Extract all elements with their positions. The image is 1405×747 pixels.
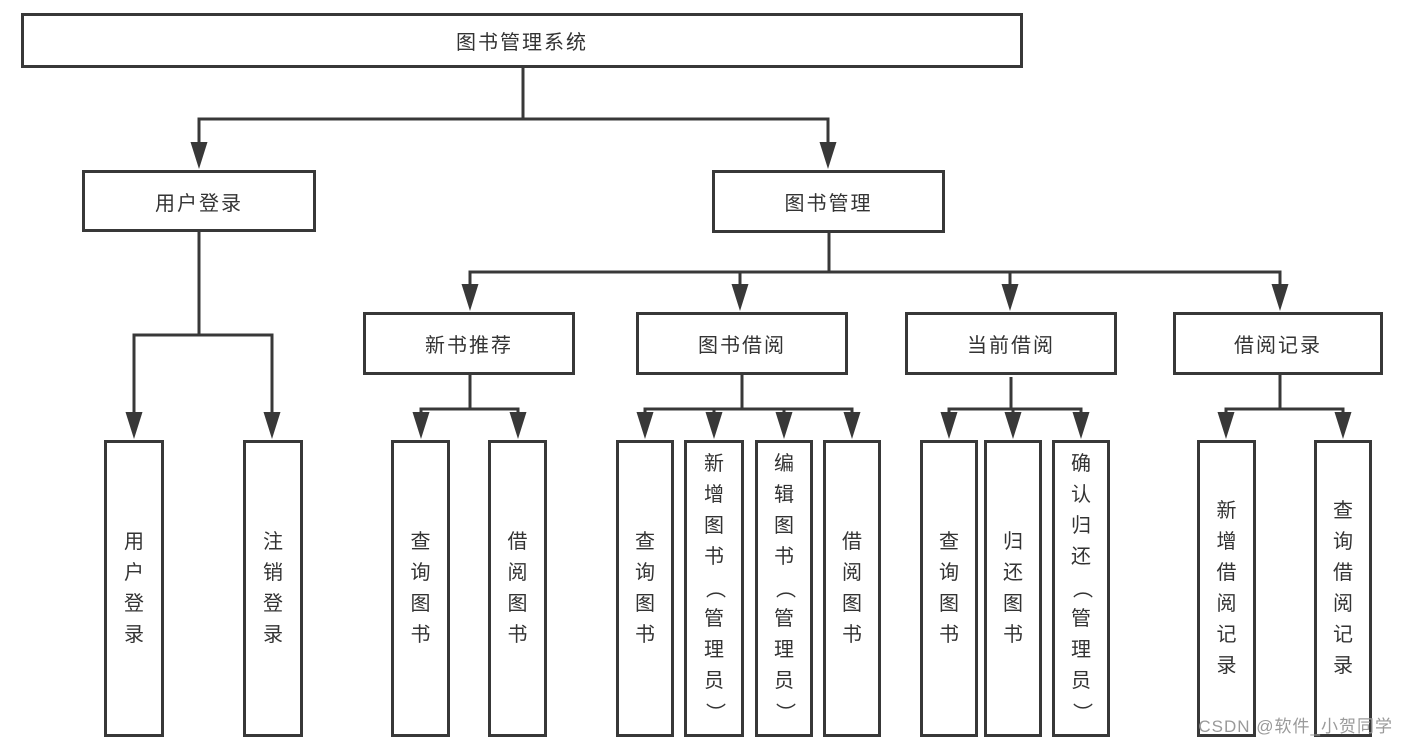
- leaf-borrow-books-borrowing-label: 借阅图书: [842, 530, 862, 646]
- leaf-query-books-recommend-label: 查询图书: [410, 530, 431, 646]
- leaf-borrow-books-recommend-label: 借阅图书: [507, 530, 528, 646]
- leaf-query-books-borrowing-label: 查询图书: [635, 530, 655, 646]
- leaf-query-borrow-record-label: 查询借阅记录: [1333, 499, 1353, 677]
- csdn-watermark: CSDN @软件_小贺同学: [1198, 717, 1393, 736]
- leaf-edit-book-admin-label: 编辑图书（管理员）: [773, 453, 796, 723]
- node-borrowing-records-label: 借阅记录: [1234, 335, 1322, 357]
- node-current-borrowing-label: 当前借阅: [967, 335, 1055, 357]
- leaf-user-login: 用户登录: [104, 440, 164, 737]
- node-book-management: 图书管理: [712, 170, 945, 233]
- node-root: 图书管理系统: [21, 13, 1023, 68]
- leaf-query-books-current: 查询图书: [920, 440, 978, 737]
- leaf-query-books-borrowing: 查询图书: [616, 440, 674, 737]
- node-new-book-recommend-label: 新书推荐: [425, 335, 513, 357]
- leaf-user-login-label: 用户登录: [124, 530, 144, 646]
- leaf-confirm-return-admin-label: 确认归还（管理员）: [1070, 453, 1093, 723]
- leaf-return-book: 归还图书: [984, 440, 1042, 737]
- leaf-borrow-books-recommend: 借阅图书: [488, 440, 547, 737]
- leaf-add-borrow-record: 新增借阅记录: [1197, 440, 1256, 737]
- node-book-management-label: 图书管理: [784, 193, 873, 215]
- leaf-return-book-label: 归还图书: [1003, 530, 1023, 646]
- node-root-label: 图书管理系统: [456, 32, 588, 54]
- leaf-logout: 注销登录: [243, 440, 303, 737]
- leaf-edit-book-admin: 编辑图书（管理员）: [755, 440, 813, 737]
- node-user-login: 用户登录: [82, 170, 316, 232]
- leaf-add-book-admin-label: 新增图书（管理员）: [703, 453, 726, 723]
- leaf-add-borrow-record-label: 新增借阅记录: [1216, 499, 1237, 677]
- node-new-book-recommend: 新书推荐: [363, 312, 575, 375]
- node-book-borrowing-label: 图书借阅: [698, 335, 786, 357]
- leaf-add-book-admin: 新增图书（管理员）: [684, 440, 744, 737]
- leaf-query-books-recommend: 查询图书: [391, 440, 450, 737]
- node-borrowing-records: 借阅记录: [1173, 312, 1383, 375]
- leaf-confirm-return-admin: 确认归还（管理员）: [1052, 440, 1110, 737]
- node-book-borrowing: 图书借阅: [636, 312, 848, 375]
- leaf-query-books-current-label: 查询图书: [939, 530, 959, 646]
- node-current-borrowing: 当前借阅: [905, 312, 1117, 375]
- leaf-logout-label: 注销登录: [263, 530, 283, 646]
- node-user-login-label: 用户登录: [155, 192, 243, 215]
- arrowheads: [125, 142, 1352, 439]
- leaf-borrow-books-borrowing: 借阅图书: [823, 440, 881, 737]
- leaf-query-borrow-record: 查询借阅记录: [1314, 440, 1372, 737]
